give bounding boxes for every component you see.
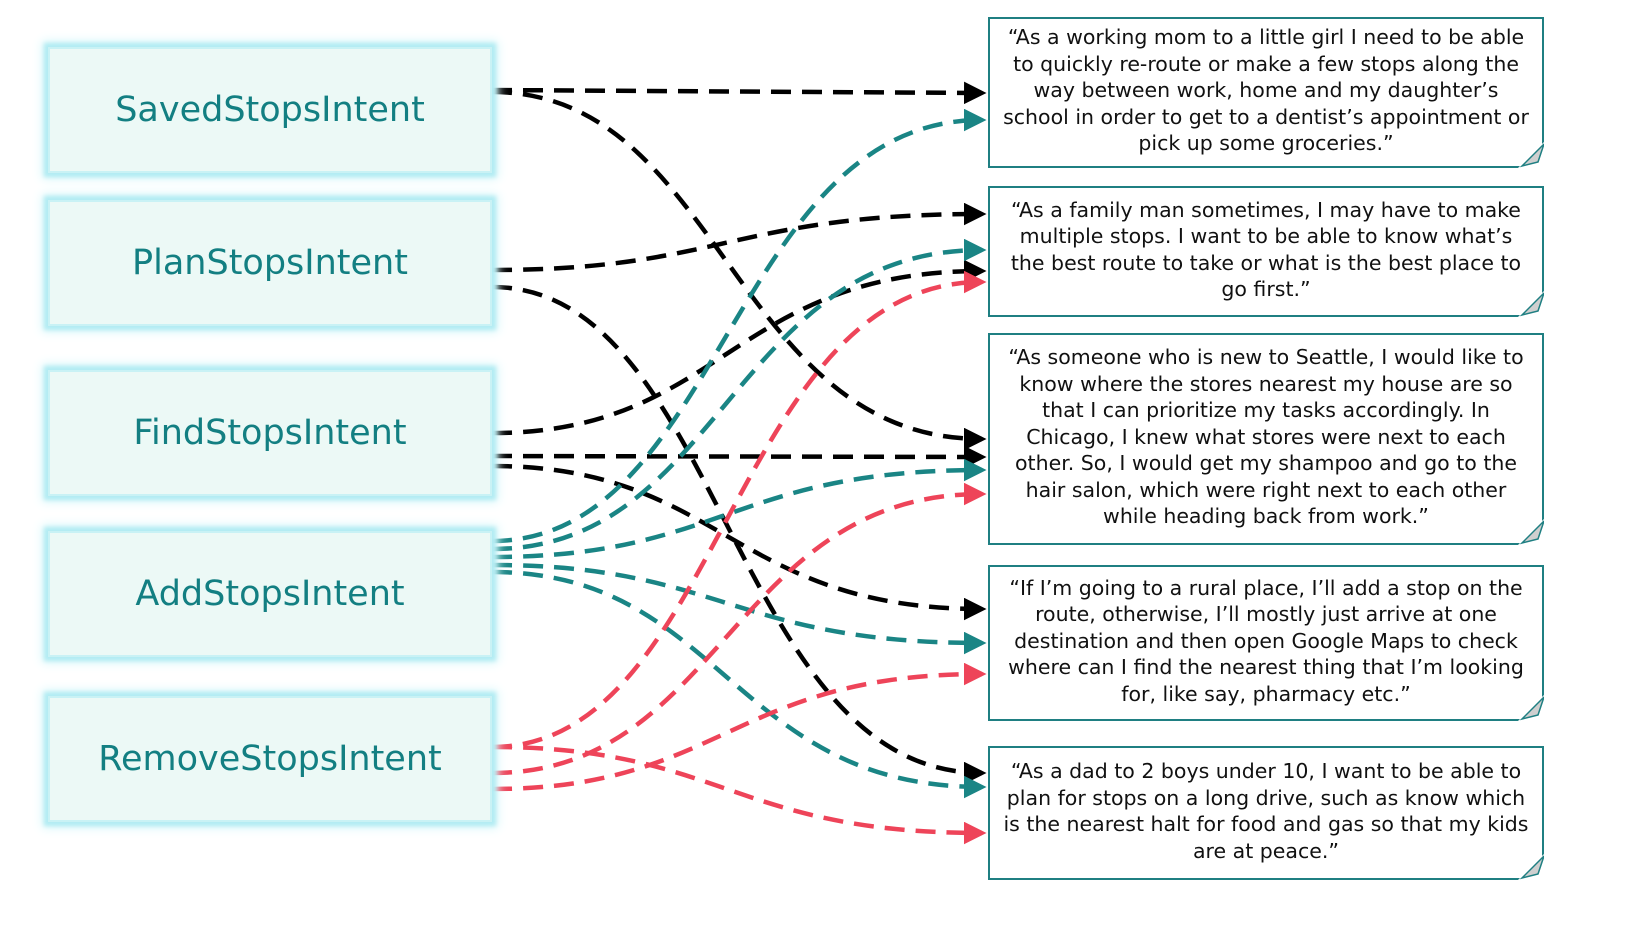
intent-find-stops: FindStopsIntent [48, 370, 492, 496]
intent-remove-stops: RemoveStopsIntent [48, 696, 492, 822]
quote-dad-two-boys: “As a dad to 2 boys under 10, I want to … [988, 746, 1544, 880]
link-add-to-q5 [491, 569, 987, 799]
link-add-to-q4 [491, 562, 987, 655]
link-find-to-q4 [491, 463, 987, 621]
intent-label: PlanStopsIntent [132, 243, 408, 283]
link-remove-to-q2 [491, 270, 987, 750]
link-plan-to-q2 [491, 202, 987, 273]
link-add-to-q3 [491, 458, 987, 560]
intent-label: SavedStopsIntent [115, 90, 425, 130]
folded-corner-icon [1518, 854, 1544, 880]
link-find-to-q3 [491, 445, 987, 469]
link-add-to-q2 [491, 238, 987, 552]
link-saved-to-q1 [491, 81, 987, 105]
quote-working-mom: “As a working mom to a little girl I nee… [988, 17, 1544, 168]
folded-corner-icon [1518, 291, 1544, 317]
link-remove-to-q4 [491, 662, 987, 792]
link-remove-to-q3 [491, 482, 987, 776]
link-add-to-q1 [491, 108, 987, 544]
intent-label: RemoveStopsIntent [98, 739, 442, 779]
link-remove-to-q5 [491, 744, 987, 845]
intent-saved-stops: SavedStopsIntent [48, 47, 492, 173]
quote-new-to-seattle: “As someone who is new to Seattle, I wou… [988, 333, 1544, 545]
quote-text: “As a dad to 2 boys under 10, I want to … [1003, 759, 1529, 863]
quote-text: “As a working mom to a little girl I nee… [1003, 25, 1529, 156]
folded-corner-icon [1518, 142, 1544, 168]
quote-text: “As someone who is new to Seattle, I wou… [1008, 345, 1524, 529]
intent-label: AddStopsIntent [135, 574, 405, 614]
folded-corner-icon [1518, 519, 1544, 545]
quote-text: “If I’m going to a rural place, I’ll add… [1008, 575, 1524, 706]
intent-plan-stops: PlanStopsIntent [48, 200, 492, 326]
link-plan-to-q5 [491, 284, 987, 785]
quote-family-man: “As a family man sometimes, I may have t… [988, 186, 1544, 317]
quote-text: “As a family man sometimes, I may have t… [1010, 197, 1522, 302]
link-find-to-q2 [491, 259, 987, 436]
folded-corner-icon [1518, 695, 1544, 721]
link-saved-to-q3 [491, 89, 987, 451]
intent-add-stops: AddStopsIntent [48, 531, 492, 657]
quote-rural-place: “If I’m going to a rural place, I’ll add… [988, 565, 1544, 721]
intent-label: FindStopsIntent [133, 413, 407, 453]
